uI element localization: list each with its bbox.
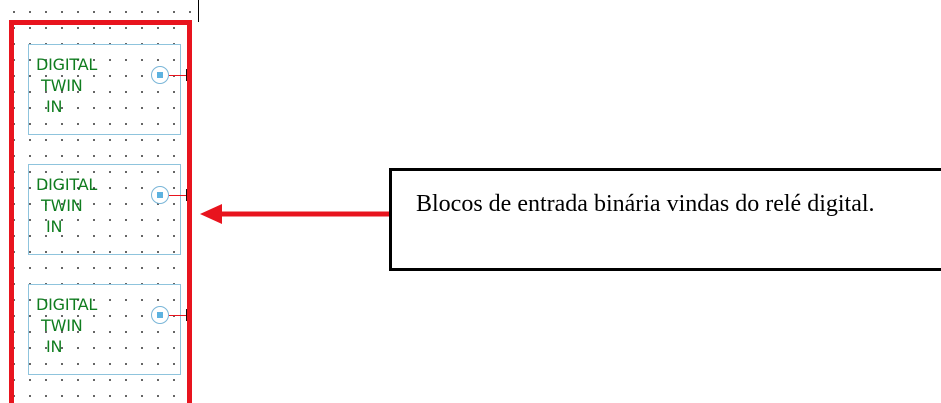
block-label-line3: IN <box>46 97 63 116</box>
block-label: DIGITAL TWIN IN <box>36 174 116 237</box>
block-label: DIGITAL TWIN IN <box>36 54 116 117</box>
output-port-icon[interactable] <box>151 66 169 84</box>
annotation-text: Blocos de entrada binária vindas do relé… <box>416 191 875 217</box>
output-wire <box>169 75 189 76</box>
block-label-line1: DIGITAL <box>36 295 98 314</box>
logic-canvas <box>0 0 200 403</box>
annotation-callout-box: Blocos de entrada binária vindas do relé… <box>389 168 941 271</box>
digital-twin-in-block[interactable]: DIGITAL TWIN IN <box>28 284 189 375</box>
block-label-line3: IN <box>46 337 63 356</box>
block-label-line2: TWIN <box>41 316 83 335</box>
block-label-line1: DIGITAL <box>36 55 98 74</box>
output-wire <box>169 315 189 316</box>
canvas-divider <box>198 0 199 22</box>
block-label-line3: IN <box>46 217 63 236</box>
output-port-icon[interactable] <box>151 306 169 324</box>
block-label-line2: TWIN <box>41 76 83 95</box>
output-port-icon[interactable] <box>151 186 169 204</box>
output-wire <box>169 195 189 196</box>
block-label-line1: DIGITAL <box>36 175 98 194</box>
selection-highlight-box <box>9 20 192 403</box>
block-label: DIGITAL TWIN IN <box>36 294 116 357</box>
block-label-line2: TWIN <box>41 196 83 215</box>
digital-twin-in-block[interactable]: DIGITAL TWIN IN <box>28 164 189 255</box>
